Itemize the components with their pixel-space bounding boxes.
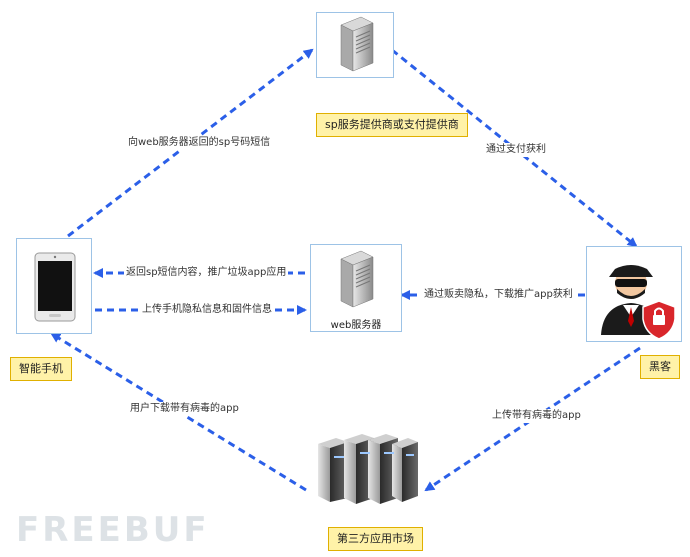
smartphone-icon <box>34 252 76 322</box>
app-market-label: 第三方应用市场 <box>328 527 423 551</box>
edge-phone-to-sp <box>67 48 314 238</box>
watermark: FREEBUF <box>16 510 210 550</box>
web-server-node: web服务器 <box>310 244 402 332</box>
edge-hacker-to-market <box>424 346 641 492</box>
edge-label-market-to-phone: 用户下载带有病毒的app <box>128 402 241 416</box>
edge-label-sp-to-hacker: 通过支付获利 <box>484 143 548 157</box>
phone-node <box>16 238 92 334</box>
edge-label-phone-to-web: 上传手机隐私信息和固件信息 <box>140 303 274 317</box>
edge-label-hacker-to-web: 通过贩卖隐私，下载推广app获利 <box>422 288 575 302</box>
app-market-node <box>308 432 424 508</box>
sp-server-label: sp服务提供商或支付提供商 <box>316 113 468 137</box>
sp-server-node <box>316 12 394 78</box>
hacker-node <box>586 246 682 342</box>
hacker-icon <box>601 265 676 340</box>
web-server-label: web服务器 <box>330 320 382 331</box>
edge-label-phone-to-sp: 向web服务器返回的sp号码短信 <box>126 136 273 150</box>
server-icon <box>340 250 374 308</box>
edge-label-hacker-to-market: 上传带有病毒的app <box>490 409 583 423</box>
phone-label: 智能手机 <box>10 357 72 381</box>
server-icon <box>340 16 374 72</box>
server-rack-icon <box>318 434 418 504</box>
edge-label-web-to-phone: 返回sp短信内容，推广垃圾app应用 <box>124 266 289 280</box>
hacker-label: 黑客 <box>640 355 680 379</box>
